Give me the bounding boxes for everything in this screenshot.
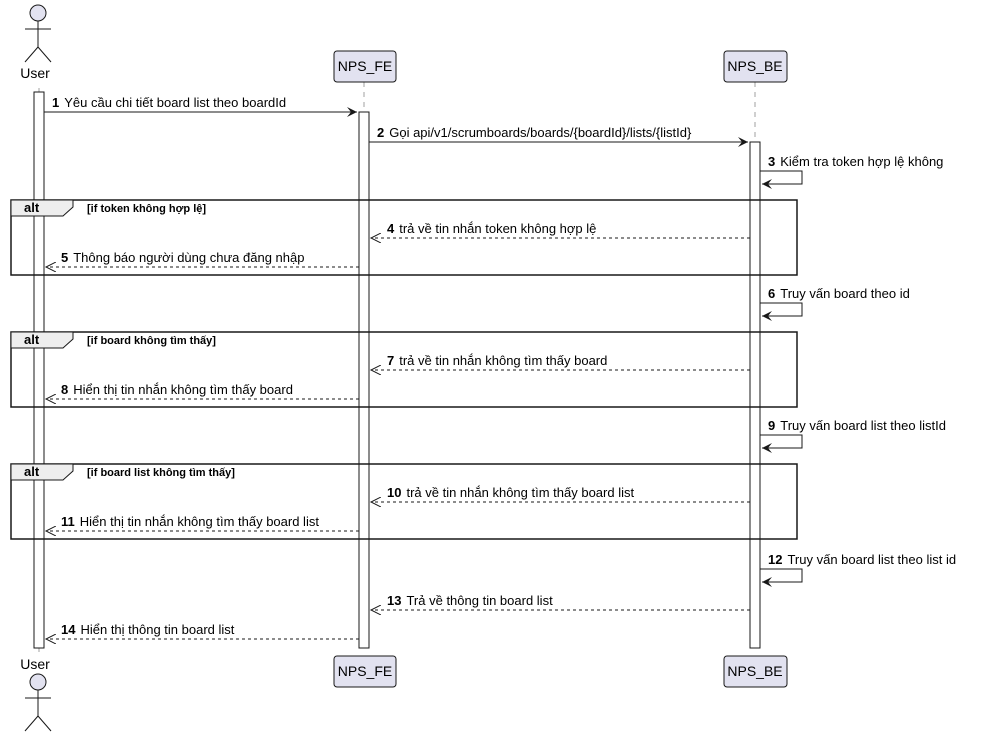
fragment-guard: [if board list không tìm thấy] [87,467,235,479]
message-label: Kiểm tra token hợp lệ không [780,154,943,169]
fragment-keyword: alt [24,200,40,215]
message-6: 6 Truy vấn board theo id [760,286,910,321]
message-number: 4 [387,221,395,236]
message-number: 3 [768,154,775,169]
message-label: Yêu cầu chi tiết board list theo boardId [64,95,286,110]
message-4: 4 trả về tin nhắn token không hợp lệ [371,221,750,238]
message-number: 2 [377,125,384,140]
participant-be-top: NPS_BE [723,50,788,83]
message-5: 5 Thông báo người dùng chưa đăng nhập [46,250,359,267]
activation-be [749,141,761,649]
message-1: 1 Yêu cầu chi tiết board list theo boardI… [44,95,357,117]
message-12: 12 Truy vấn board list theo list id [760,552,956,587]
message-7: 7 trả về tin nhắn không tìm thấy board [371,353,750,370]
activation-fe [358,111,370,649]
message-2: 2 Gọi api/v1/scrumboards/boards/{boardId}… [369,125,748,147]
participant-label: NPS_BE [727,58,782,74]
message-number: 9 [768,418,775,433]
participant-label: User [20,65,50,81]
message-label: Truy vấn board list theo listId [780,418,946,433]
participant-user-top: User [20,4,52,81]
activations [33,91,761,649]
participant-user-bottom: User [20,656,52,732]
activation-user [33,91,45,649]
fragment-guard: [if board không tìm thấy] [87,335,216,347]
message-number: 13 [387,593,401,608]
message-label: Gọi api/v1/scrumboards/boards/{boardId}/… [389,125,692,140]
message-label: Thông báo người dùng chưa đăng nhập [73,250,304,265]
fragment-alt-board: alt [if board không tìm thấy] [10,331,798,408]
message-number: 10 [387,485,401,500]
message-label: Hiển thị thông tin board list [80,622,234,637]
message-label: trả về tin nhắn không tìm thấy board [399,353,607,368]
message-3: 3 Kiểm tra token hợp lệ không [760,154,943,189]
participant-be-bottom: NPS_BE [723,655,788,688]
message-label: Hiển thị tin nhắn không tìm thấy board [73,382,293,397]
fragment-alt-board-list: alt [if board list không tìm thấy] [10,463,798,540]
message-number: 5 [61,250,68,265]
message-label: Truy vấn board theo id [780,286,910,301]
participant-label: NPS_FE [338,58,392,74]
fragment-guard: [if token không hợp lệ] [87,203,206,215]
lifelines [38,82,756,652]
message-13: 13 Trả về thông tin board list [371,593,750,610]
message-9: 9 Truy vấn board list theo listId [760,418,946,453]
participant-label: NPS_BE [727,663,782,679]
message-label: trả về tin nhắn token không hợp lệ [399,221,596,236]
message-label: Trả về thông tin board list [406,593,553,608]
message-number: 8 [61,382,68,397]
message-label: Truy vấn board list theo list id [787,552,956,567]
participant-fe-top: NPS_FE [333,50,397,83]
message-number: 6 [768,286,775,301]
fragment-keyword: alt [24,332,40,347]
message-number: 12 [768,552,782,567]
message-number: 14 [61,622,76,637]
message-11: 11 Hiển thị tin nhắn không tìm thấy board… [46,514,359,531]
participant-label: User [20,656,50,672]
actor-icon [24,4,52,63]
message-10: 10 trả về tin nhắn không tìm thấy board l… [371,485,750,502]
participant-label: NPS_FE [338,663,392,679]
message-number: 7 [387,353,394,368]
fragment-alt-token: alt [if token không hợp lệ] [10,199,798,276]
message-label: trả về tin nhắn không tìm thấy board lis… [406,485,634,500]
participant-fe-bottom: NPS_FE [333,655,397,688]
message-number: 1 [52,95,59,110]
message-14: 14 Hiển thị thông tin board list [46,622,359,639]
fragment-keyword: alt [24,464,40,479]
message-label: Hiển thị tin nhắn không tìm thấy board l… [80,514,320,529]
message-8: 8 Hiển thị tin nhắn không tìm thấy board [46,382,359,399]
actor-icon [24,673,52,732]
message-number: 11 [61,514,75,529]
